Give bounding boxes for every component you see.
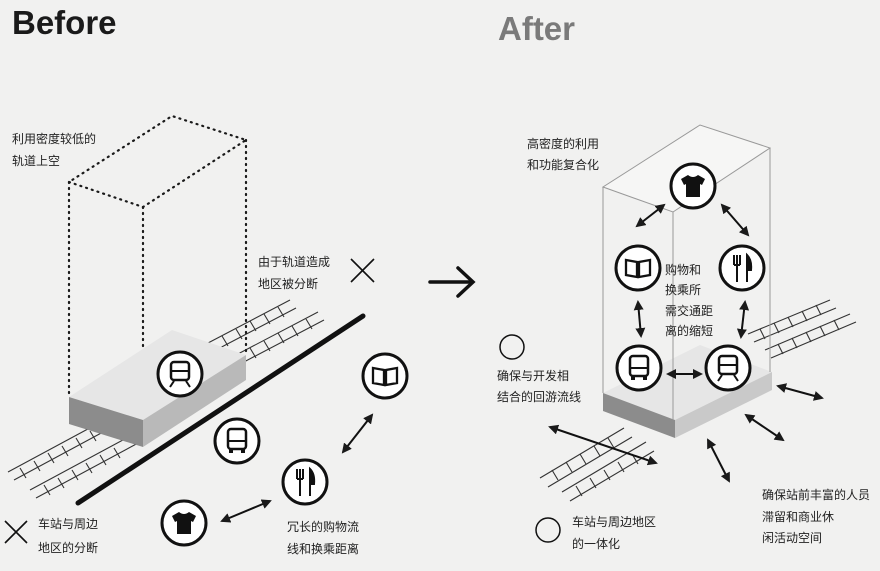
right-arrow-icon bbox=[428, 266, 476, 298]
fork-knife-icon bbox=[281, 458, 329, 506]
circulation-label-1: 确保与开发相 bbox=[497, 368, 569, 383]
arrow-shirt-food bbox=[220, 499, 272, 523]
cross-icon bbox=[350, 258, 375, 283]
train-icon bbox=[156, 350, 204, 398]
before-title: Before bbox=[12, 4, 117, 41]
book-icon bbox=[614, 244, 662, 292]
plaza-label-3: 闲活动空间 bbox=[762, 531, 822, 545]
bus-icon bbox=[213, 417, 261, 465]
plaza-label-1: 确保站前丰富的人员 bbox=[762, 487, 870, 502]
shortened-label-3: 需交通距 bbox=[665, 303, 713, 318]
fork-knife-icon bbox=[718, 244, 766, 292]
shortened-label-4: 离的缩短 bbox=[665, 323, 713, 338]
rail-tracks-before bbox=[7, 299, 325, 499]
shortened-label-1: 购物和 bbox=[665, 262, 701, 277]
after-title: After bbox=[498, 10, 575, 47]
station-split-label-2: 地区的分断 bbox=[38, 540, 98, 555]
divider-line bbox=[75, 313, 366, 506]
circulation-arrows bbox=[548, 203, 824, 483]
shirt-icon bbox=[160, 499, 208, 547]
split-label-1: 由于轨道造成 bbox=[258, 255, 330, 269]
split-label-2: 地区被分断 bbox=[258, 276, 318, 291]
book-icon bbox=[361, 352, 409, 400]
airspace-label-1: 利用密度较低的 bbox=[12, 131, 96, 146]
long-route-label-1: 冗长的购物流 bbox=[287, 519, 359, 534]
high-density-label-1: 高密度的利用 bbox=[527, 136, 599, 151]
train-icon bbox=[704, 344, 752, 392]
airspace-label-2: 轨道上空 bbox=[12, 154, 60, 168]
arrow-book-food bbox=[341, 413, 374, 454]
circle-ok-icon bbox=[535, 517, 561, 543]
integration-label-2: 的一体化 bbox=[572, 536, 620, 551]
integration-label-1: 车站与周边地区 bbox=[572, 514, 656, 529]
high-density-label-2: 和功能复合化 bbox=[527, 157, 599, 172]
shirt-icon bbox=[669, 162, 717, 210]
long-route-label-2: 线和换乘距离 bbox=[287, 541, 359, 556]
bus-icon bbox=[615, 344, 663, 392]
circle-ok-icon bbox=[499, 334, 525, 360]
plaza-label-2: 滞留和商业休 bbox=[762, 509, 834, 524]
circulation-label-2: 结合的回游流线 bbox=[497, 389, 581, 404]
shortened-label-2: 换乘所 bbox=[665, 283, 701, 297]
station-split-label-1: 车站与周边 bbox=[38, 516, 98, 531]
cross-icon bbox=[4, 520, 28, 544]
